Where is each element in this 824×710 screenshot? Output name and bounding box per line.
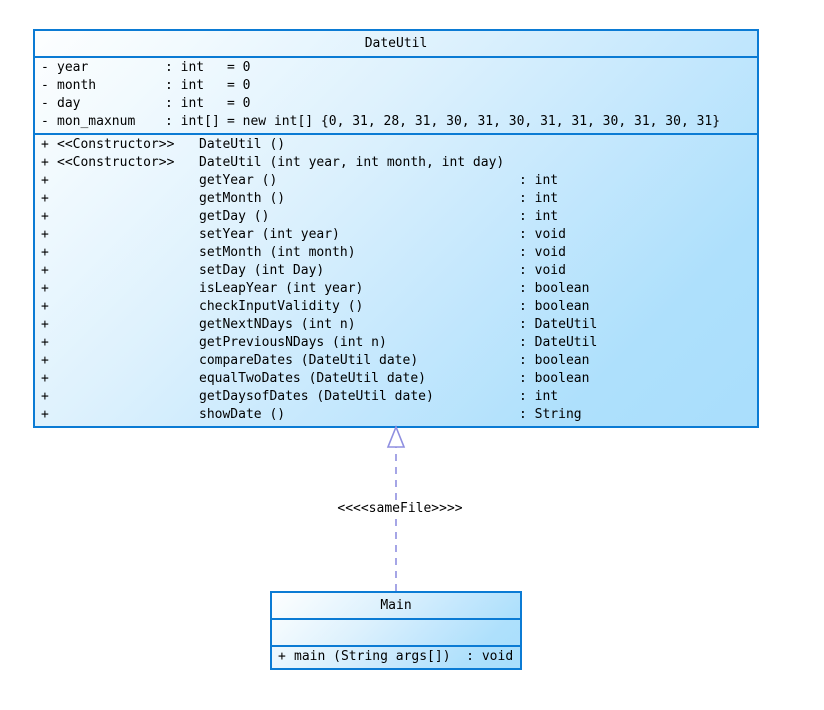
attribute-visibility: - bbox=[41, 78, 49, 93]
method-row[interactable]: + setMonth (int month) : void bbox=[35, 244, 757, 262]
attribute-visibility: - bbox=[41, 114, 49, 129]
method-return-type: : void bbox=[519, 245, 566, 260]
method-row[interactable]: + compareDates (DateUtil date) : boolean bbox=[35, 352, 757, 370]
method-signature: getYear () bbox=[199, 173, 278, 188]
method-signature: getNextNDays (int n) bbox=[199, 317, 356, 332]
method-row[interactable]: + main (String args[]) : void bbox=[272, 648, 520, 666]
method-return-type: : boolean bbox=[519, 281, 590, 296]
method-row[interactable]: + getDaysofDates (DateUtil date) : int bbox=[35, 388, 757, 406]
class-title-dateutil: DateUtil bbox=[35, 31, 757, 58]
method-row[interactable]: + setYear (int year) : void bbox=[35, 226, 757, 244]
attribute-row[interactable]: -day : int = 0 bbox=[35, 95, 757, 113]
method-signature: checkInputValidity () bbox=[199, 299, 364, 314]
method-visibility: + bbox=[41, 335, 49, 350]
class-box-main[interactable]: Main + main (String args[]) : void bbox=[270, 591, 522, 670]
method-visibility: + bbox=[41, 371, 49, 386]
method-visibility: + bbox=[41, 353, 49, 368]
method-row[interactable]: + equalTwoDates (DateUtil date) : boolean bbox=[35, 370, 757, 388]
method-row[interactable]: + setDay (int Day) : void bbox=[35, 262, 757, 280]
method-visibility: + bbox=[41, 299, 49, 314]
methods-compartment-dateutil: + <<Constructor>> DateUtil () + <<Constructo… bbox=[35, 133, 757, 426]
attribute-default-value: = 0 bbox=[227, 60, 251, 75]
method-visibility: + bbox=[41, 407, 49, 422]
method-visibility: + bbox=[41, 155, 49, 170]
method-signature: compareDates (DateUtil date) bbox=[199, 353, 419, 368]
method-visibility: + bbox=[41, 227, 49, 242]
method-signature: setYear (int year) bbox=[199, 227, 340, 242]
method-return-type: : String bbox=[519, 407, 582, 422]
method-return-type: : int bbox=[519, 389, 559, 404]
method-row[interactable]: + showDate () : String bbox=[35, 406, 757, 424]
method-return-type: : int bbox=[519, 173, 559, 188]
attribute-default-value: = 0 bbox=[227, 78, 251, 93]
method-visibility: + bbox=[41, 317, 49, 332]
attribute-row[interactable]: -year : int = 0 bbox=[35, 59, 757, 77]
method-return-type: : int bbox=[519, 209, 559, 224]
method-signature: getDay () bbox=[199, 209, 270, 224]
attribute-row[interactable]: -mon_maxnum : int[] = new int[] {0, 31, 28… bbox=[35, 113, 757, 131]
method-signature: DateUtil () bbox=[199, 137, 286, 152]
class-title-main: Main bbox=[272, 593, 520, 620]
method-visibility: + bbox=[41, 281, 49, 296]
method-row[interactable]: + <<Constructor>> DateUtil () bbox=[35, 136, 757, 154]
attribute-visibility: - bbox=[41, 60, 49, 75]
attributes-compartment-dateutil: -year: int= 0-month: int= 0-day: int= 0-… bbox=[35, 58, 757, 133]
attribute-name: day bbox=[57, 96, 81, 111]
method-return-type: : int bbox=[519, 191, 559, 206]
method-stereotype: <<Constructor>> bbox=[57, 137, 175, 152]
method-row[interactable]: + getPreviousNDays (int n) : DateUtil bbox=[35, 334, 757, 352]
attribute-type: : int bbox=[165, 78, 205, 93]
method-row[interactable]: + getNextNDays (int n) : DateUtil bbox=[35, 316, 757, 334]
method-signature: getPreviousNDays (int n) bbox=[199, 335, 387, 350]
method-row[interactable]: + getYear () : int bbox=[35, 172, 757, 190]
relationship-label: <<<<sameFile>>>> bbox=[330, 501, 470, 517]
attribute-default-value: = 0 bbox=[227, 96, 251, 111]
attribute-default-value: = new int[] {0, 31, 28, 31, 30, 31, 30, … bbox=[227, 114, 721, 129]
attribute-name: month bbox=[57, 78, 97, 93]
method-row[interactable]: + checkInputValidity () : boolean bbox=[35, 298, 757, 316]
method-signature: main (String args[]) : void bbox=[294, 649, 514, 664]
attribute-name: year bbox=[57, 60, 89, 75]
method-return-type: : void bbox=[519, 227, 566, 242]
method-return-type: : boolean bbox=[519, 371, 590, 386]
method-return-type: : DateUtil bbox=[519, 335, 598, 350]
method-visibility: + bbox=[41, 245, 49, 260]
attribute-row[interactable]: -month : int = 0 bbox=[35, 77, 757, 95]
attribute-name: mon_maxnum bbox=[57, 114, 136, 129]
method-return-type: : boolean bbox=[519, 299, 590, 314]
attribute-type: : int bbox=[165, 96, 205, 111]
attributes-compartment-main bbox=[272, 620, 520, 645]
method-visibility: + bbox=[41, 263, 49, 278]
method-row[interactable]: + getMonth () : int bbox=[35, 190, 757, 208]
method-return-type: : boolean bbox=[519, 353, 590, 368]
method-signature: isLeapYear (int year) bbox=[199, 281, 364, 296]
method-signature: equalTwoDates (DateUtil date) bbox=[199, 371, 426, 386]
method-visibility: + bbox=[41, 209, 49, 224]
attribute-visibility: - bbox=[41, 96, 49, 111]
attribute-type: : int bbox=[165, 60, 205, 75]
method-row[interactable]: + isLeapYear (int year) : boolean bbox=[35, 280, 757, 298]
method-visibility: + bbox=[278, 649, 286, 664]
method-signature: getDaysofDates (DateUtil date) bbox=[199, 389, 434, 404]
open-triangle-arrowhead-icon bbox=[386, 424, 406, 448]
method-signature: setDay (int Day) bbox=[199, 263, 325, 278]
method-visibility: + bbox=[41, 173, 49, 188]
method-signature: setMonth (int month) bbox=[199, 245, 356, 260]
class-box-dateutil[interactable]: DateUtil -year: int= 0-month: int= 0-day… bbox=[33, 29, 759, 428]
attribute-type: : int[] bbox=[165, 114, 220, 129]
method-signature: showDate () bbox=[199, 407, 286, 422]
method-row[interactable]: + <<Constructor>> DateUtil (int year, int … bbox=[35, 154, 757, 172]
method-signature: DateUtil (int year, int month, int day) bbox=[199, 155, 505, 170]
methods-compartment-main: + main (String args[]) : void bbox=[272, 645, 520, 668]
method-return-type: : void bbox=[519, 263, 566, 278]
method-row[interactable]: + getDay () : int bbox=[35, 208, 757, 226]
method-visibility: + bbox=[41, 137, 49, 152]
method-signature: getMonth () bbox=[199, 191, 286, 206]
method-visibility: + bbox=[41, 191, 49, 206]
method-visibility: + bbox=[41, 389, 49, 404]
method-return-type: : DateUtil bbox=[519, 317, 598, 332]
method-stereotype: <<Constructor>> bbox=[57, 155, 175, 170]
